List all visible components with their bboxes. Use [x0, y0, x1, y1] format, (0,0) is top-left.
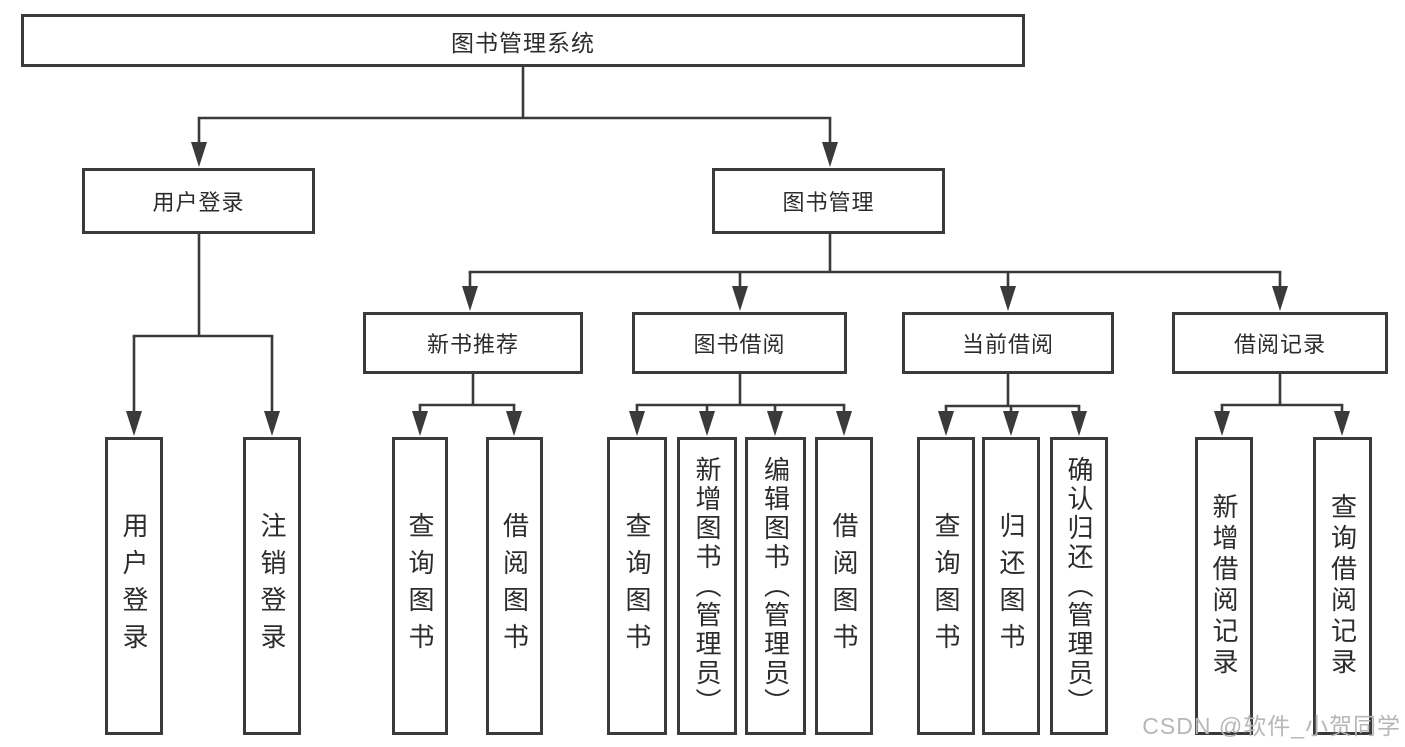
node-current-borrowing: 当前借阅 — [902, 312, 1114, 374]
leaf-borrow-book-recommend-label: 借阅图书 — [499, 512, 530, 660]
leaf-return-book-label: 归还图书 — [996, 512, 1026, 660]
connector-root-to-level1 — [191, 65, 838, 167]
leaf-query-book-current: 查询图书 — [917, 437, 975, 735]
leaf-borrow-book-label: 借阅图书 — [829, 512, 859, 660]
leaf-query-borrow-record-label: 查询借阅记录 — [1327, 493, 1358, 679]
node-book-management: 图书管理 — [712, 168, 945, 234]
connector-book-borrowing-branch — [629, 372, 852, 436]
node-new-book-recommend-label: 新书推荐 — [426, 332, 519, 357]
leaf-add-book-admin-label: 新增图书（管理员） — [692, 455, 722, 717]
leaf-add-book-admin: 新增图书（管理员） — [677, 437, 737, 735]
leaf-edit-book-admin-label: 编辑图书（管理员） — [760, 455, 791, 717]
leaf-logout: 注销登录 — [243, 437, 301, 735]
node-user-login-label: 用户登录 — [152, 190, 245, 215]
connector-current-borrowing-branch — [938, 372, 1087, 436]
connector-user-login-branch — [126, 233, 280, 436]
node-root-system: 图书管理系统 — [21, 14, 1025, 67]
node-book-borrowing-label: 图书借阅 — [693, 332, 786, 357]
leaf-query-book-borrowing-label: 查询图书 — [622, 512, 652, 660]
node-book-borrowing: 图书借阅 — [632, 312, 847, 374]
node-root-label: 图书管理系统 — [451, 29, 595, 56]
leaf-add-borrow-record: 新增借阅记录 — [1195, 437, 1253, 735]
leaf-return-book: 归还图书 — [982, 437, 1040, 735]
leaf-query-book-recommend-label: 查询图书 — [405, 512, 435, 660]
node-borrowing-records: 借阅记录 — [1172, 312, 1388, 374]
node-borrowing-records-label: 借阅记录 — [1233, 332, 1326, 357]
connector-borrowing-records-branch — [1214, 372, 1350, 436]
leaf-borrow-book: 借阅图书 — [815, 437, 873, 735]
leaf-query-book-borrowing: 查询图书 — [607, 437, 667, 735]
leaf-borrow-book-recommend: 借阅图书 — [486, 437, 543, 735]
leaf-query-book-current-label: 查询图书 — [931, 512, 961, 660]
leaf-confirm-return-admin: 确认归还（管理员） — [1050, 437, 1108, 735]
node-new-book-recommend: 新书推荐 — [363, 312, 583, 374]
watermark: CSDN @软件_小贺同学 — [1142, 713, 1401, 739]
node-book-management-label: 图书管理 — [782, 190, 875, 215]
leaf-logout-label: 注销登录 — [257, 512, 287, 660]
leaf-user-login: 用户登录 — [105, 437, 163, 735]
node-user-login: 用户登录 — [82, 168, 315, 234]
leaf-edit-book-admin: 编辑图书（管理员） — [745, 437, 806, 735]
connector-new-book-recommend-branch — [412, 372, 522, 436]
leaf-add-borrow-record-label: 新增借阅记录 — [1209, 493, 1239, 679]
leaf-confirm-return-admin-label: 确认归还（管理员） — [1064, 455, 1094, 717]
leaf-query-book-recommend: 查询图书 — [392, 437, 448, 735]
node-current-borrowing-label: 当前借阅 — [961, 332, 1054, 357]
leaf-user-login-label: 用户登录 — [119, 512, 149, 660]
connector-book-management-to-level2 — [462, 233, 1288, 311]
leaf-query-borrow-record: 查询借阅记录 — [1313, 437, 1372, 735]
